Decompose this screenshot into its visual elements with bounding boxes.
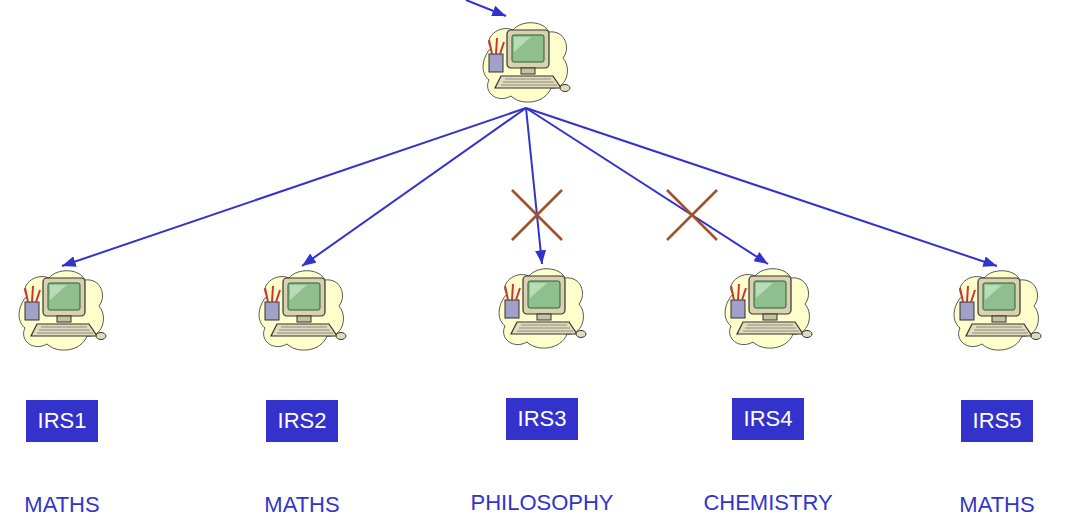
subject-label: MATHS [24, 492, 99, 518]
irs-label: IRS4 [732, 398, 805, 440]
irs-computer: IRS5MATHS [952, 266, 1042, 518]
subject-label: MATHS [959, 492, 1034, 518]
irs-computer: IRS4CHEMISTRY [703, 264, 832, 516]
request-arrow [526, 108, 768, 264]
incoming-arrow [466, 0, 506, 16]
blocked-cross [512, 190, 562, 240]
irs-computer: IRS1MATHS [17, 266, 107, 518]
request-arrow [526, 108, 997, 266]
computer-icon [497, 264, 587, 354]
subject-label: CHEMISTRY [703, 490, 832, 516]
request-arrow [526, 108, 542, 264]
blocked-cross [667, 190, 717, 240]
computer-icon [723, 264, 813, 354]
irs-computer: IRS2MATHS [257, 266, 347, 518]
irs-label: IRS2 [266, 400, 339, 442]
irs-label: IRS1 [26, 400, 99, 442]
subject-label: PHILOSOPHY [470, 490, 613, 516]
request-arrow [62, 108, 526, 266]
computer-icon [952, 266, 1042, 356]
subject-label: MATHS [264, 492, 339, 518]
irs-computer: IRS3PHILOSOPHY [470, 264, 613, 516]
computer-icon [481, 18, 571, 108]
irs-label: IRS3 [506, 398, 579, 440]
server-computer [481, 18, 571, 108]
irs-label: IRS5 [961, 400, 1034, 442]
request-arrow [302, 108, 526, 266]
computer-icon [17, 266, 107, 356]
computer-icon [257, 266, 347, 356]
